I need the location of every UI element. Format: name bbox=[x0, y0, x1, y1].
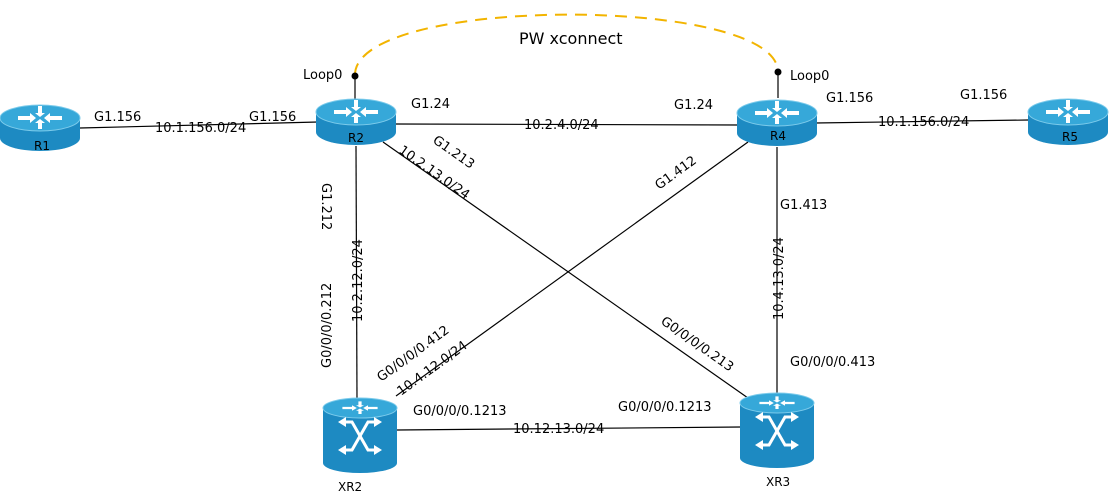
if-label-xr2-g0001213: G0/0/0/0.1213 bbox=[413, 404, 507, 419]
if-label-xr3-g000413: G0/0/0/0.413 bbox=[790, 355, 875, 370]
link-r2-r4 bbox=[395, 123, 741, 126]
loopback-label-r2: Loop0 bbox=[303, 68, 342, 83]
if-label-r4-g124: G1.24 bbox=[674, 98, 713, 113]
switch-router-icon bbox=[322, 397, 398, 473]
switch-router-icon bbox=[739, 392, 815, 468]
subnet-label-r2-r4: 10.2.4.0/24 bbox=[524, 118, 599, 133]
link-r4-xr2 bbox=[395, 141, 749, 397]
switch-router-xr2[interactable]: XR2 bbox=[322, 397, 398, 494]
if-label-r4-g1413: G1.413 bbox=[780, 198, 827, 213]
router-icon bbox=[736, 99, 818, 146]
if-label-r5-g1156: G1.156 bbox=[960, 88, 1007, 103]
if-label-r4-g1156: G1.156 bbox=[826, 91, 873, 106]
subnet-label-r4-xr3: 10.4.13.0/24 bbox=[772, 237, 787, 320]
router-icon bbox=[0, 104, 81, 151]
device-name-r1: R1 bbox=[34, 139, 50, 153]
router-r5[interactable]: R5 bbox=[1027, 98, 1109, 145]
device-name-xr3: XR3 bbox=[766, 475, 790, 489]
loopback-label-r4: Loop0 bbox=[790, 69, 829, 84]
pw-xconnect-path bbox=[354, 13, 779, 76]
router-r2[interactable]: R2 bbox=[315, 98, 397, 145]
loopback-dot-r4 bbox=[774, 68, 782, 76]
subnet-label-xr2-xr3: 10.12.13.0/24 bbox=[513, 422, 604, 437]
device-name-r5: R5 bbox=[1062, 130, 1078, 144]
link-r2-xr3 bbox=[382, 141, 749, 399]
loopback-dot-r2 bbox=[351, 72, 359, 80]
if-label-xr3-g000213: G0/0/0/0.213 bbox=[658, 314, 736, 375]
if-label-r2-g124: G1.24 bbox=[411, 97, 450, 112]
subnet-label-r2-xr2: 10.2.12.0/24 bbox=[351, 239, 366, 322]
link-r4-r5 bbox=[814, 119, 1029, 124]
pw-xconnect-label: PW xconnect bbox=[519, 29, 623, 48]
device-name-r2: R2 bbox=[348, 131, 364, 145]
link-r1-r2 bbox=[79, 121, 319, 129]
router-icon bbox=[315, 98, 397, 145]
router-r1[interactable]: R1 bbox=[0, 104, 81, 153]
if-label-r1-g1156: G1.156 bbox=[94, 110, 141, 125]
pw-xconnect-overlay: PW xconnect Loop0 Loop0 bbox=[303, 13, 829, 100]
subnet-label-r4-r5: 10.1.156.0/24 bbox=[878, 115, 969, 130]
switch-router-xr3[interactable]: XR3 bbox=[739, 392, 815, 489]
router-r4[interactable]: R4 bbox=[736, 99, 818, 146]
if-label-xr3-g0001213: G0/0/0/0.1213 bbox=[618, 400, 712, 415]
links-layer bbox=[79, 119, 1029, 431]
link-r2-xr2 bbox=[355, 145, 358, 401]
link-labels: G1.156 G1.156 10.1.156.0/24 G1.24 G1.24 … bbox=[94, 88, 1007, 437]
if-label-r4-g1412: G1.412 bbox=[653, 153, 700, 193]
if-label-r2-g1212: G1.212 bbox=[318, 183, 333, 230]
if-label-xr2-g000212: G0/0/0/0.212 bbox=[320, 283, 335, 368]
device-name-xr2: XR2 bbox=[338, 480, 362, 494]
router-icon bbox=[1027, 98, 1109, 145]
device-name-r4: R4 bbox=[770, 129, 786, 143]
link-xr2-xr3 bbox=[396, 426, 742, 431]
subnet-label-r1-r2: 10.1.156.0/24 bbox=[155, 121, 246, 136]
if-label-r2-g1156: G1.156 bbox=[249, 110, 296, 125]
